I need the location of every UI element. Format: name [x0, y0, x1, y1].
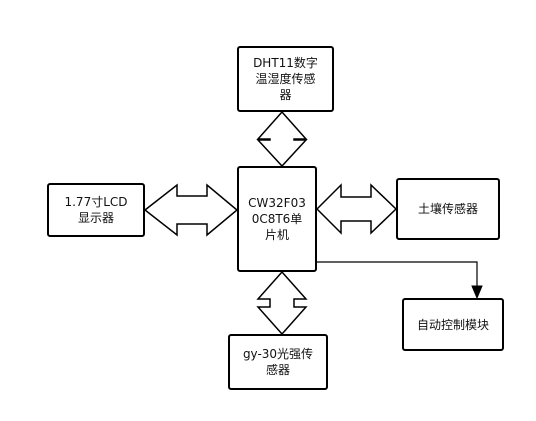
light-sensor-block: gy-30光强传 感器: [228, 334, 328, 390]
arrow-mcu-light: [256, 270, 308, 336]
arrow-dht11-mcu: [256, 110, 308, 168]
auto-control-block: 自动控制模块: [402, 298, 504, 351]
lcd-display-block: 1.77寸LCD 显示器: [47, 183, 145, 237]
arrow-lcd-mcu: [143, 183, 239, 237]
arrow-mcu-soil: [315, 183, 398, 235]
line-mcu-control: [317, 261, 478, 287]
soil-sensor-block: 土壤传感器: [396, 178, 500, 240]
arrowhead-mcu-control: [471, 285, 483, 300]
mcu-block: CW32F03 0C8T6单 片机: [237, 166, 317, 272]
dht11-sensor-block: DHT11数字 温湿度传感 器: [237, 46, 334, 112]
